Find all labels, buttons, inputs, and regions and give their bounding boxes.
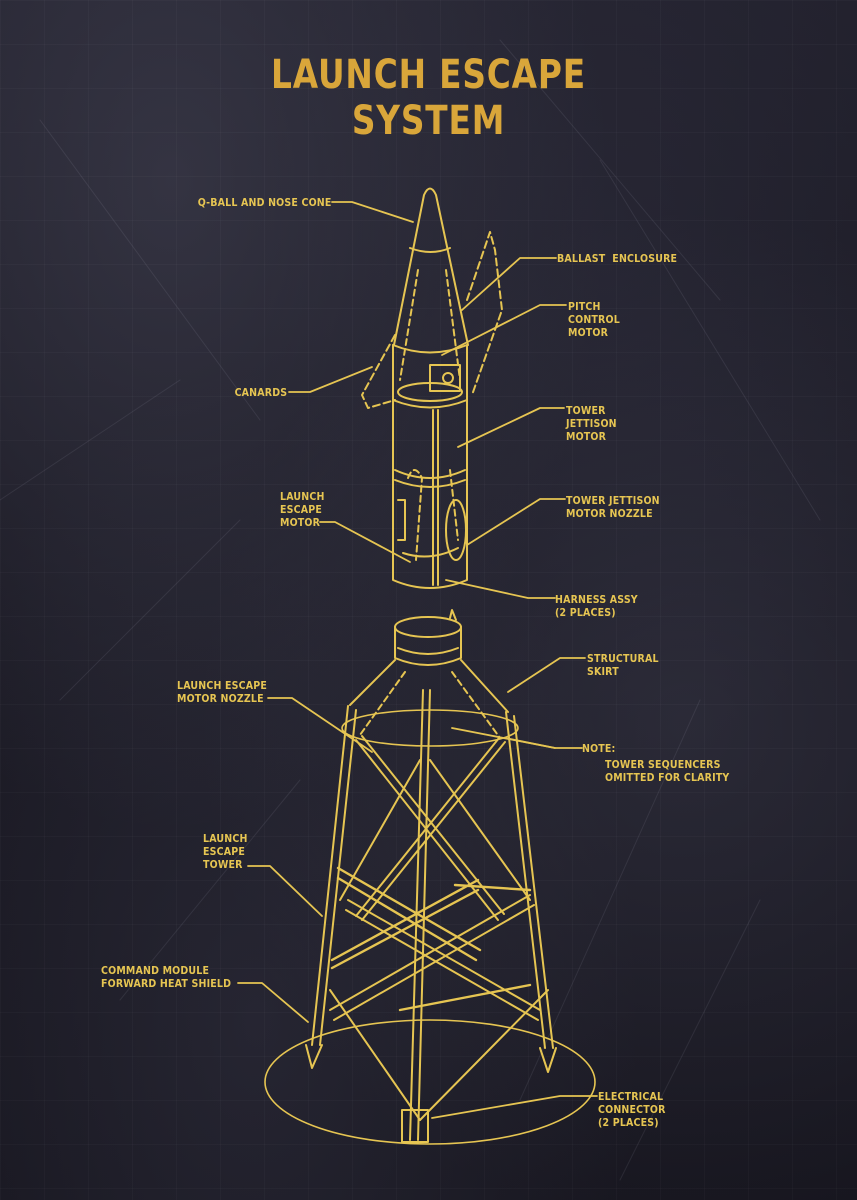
label-cm-forward-heat-shield: COMMAND MODULE FORWARD HEAT SHIELD [101,964,232,990]
label-ballast-enclosure: BALLAST ENCLOSURE [557,252,678,265]
label-tower-jettison-motor: TOWER JETTISON MOTOR [566,404,617,443]
scratch-texture [0,39,821,1181]
label-launch-escape-motor-nozzle: LAUNCH ESCAPE MOTOR NOZZLE [177,679,267,705]
label-note-heading: NOTE: [582,742,616,755]
leader-lines [237,201,598,1119]
label-note-body: TOWER SEQUENCERS OMITTED FOR CLARITY [605,758,730,784]
label-q-ball-nose-cone: Q-BALL AND NOSE CONE [198,196,332,209]
label-pitch-control-motor: PITCH CONTROL MOTOR [568,300,620,339]
label-launch-escape-motor: LAUNCH ESCAPE MOTOR [280,490,325,529]
tower-drawing [264,609,596,1145]
label-electrical-connector: ELECTRICAL CONNECTOR (2 PLACES) [598,1090,666,1129]
poster-title: LAUNCH ESCAPE SYSTEM [77,52,780,144]
title-line-2: SYSTEM [351,98,506,144]
rocket-drawing [361,187,503,589]
label-harness-assy: HARNESS ASSY (2 PLACES) [555,593,638,619]
title-line-1: LAUNCH ESCAPE [271,52,586,98]
label-canards: CANARDS [234,386,287,399]
label-launch-escape-tower: LAUNCH ESCAPE TOWER [203,832,248,871]
label-structural-skirt: STRUCTURAL SKIRT [587,652,659,678]
label-tower-jettison-motor-nozzle: TOWER JETTISON MOTOR NOZZLE [566,494,660,520]
